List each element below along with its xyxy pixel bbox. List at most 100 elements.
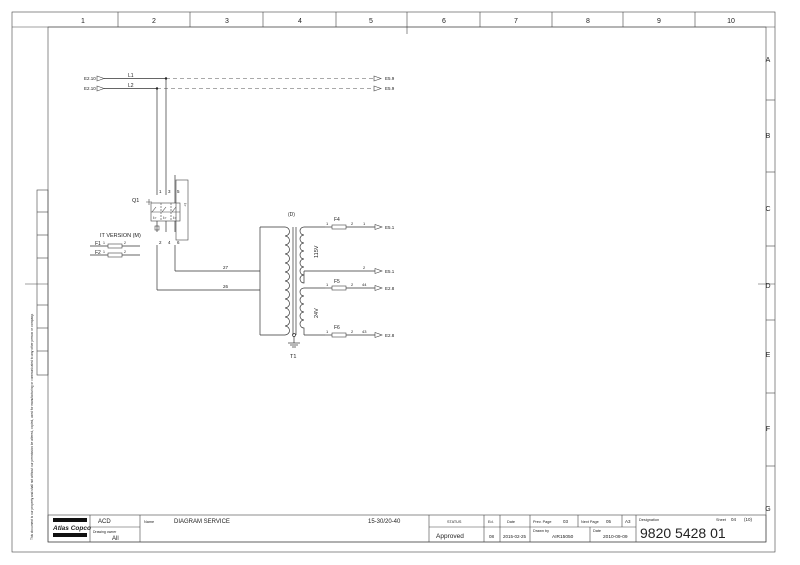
breaker-term-5: 5: [177, 189, 180, 194]
title-block: Atlas Copco ACD Drawing owner All Name D…: [47, 514, 767, 543]
logo-text: Atlas Copco: [52, 525, 91, 532]
it-version-label: IT VERSION (M): [100, 233, 141, 239]
row-label-a: A: [766, 57, 771, 64]
breaker-side-box: [175, 179, 189, 241]
col-label-6: 6: [442, 18, 446, 25]
tb-sheet: 04: [731, 517, 737, 522]
tb-date2-label: Date: [593, 529, 601, 533]
f6-term-b: 2: [351, 329, 354, 334]
l2-source-ref: E2.10: [84, 86, 96, 91]
breaker-term-6: 6: [177, 240, 180, 245]
l1-source-ref: E2.10: [84, 76, 96, 81]
l1-label: L1: [128, 73, 134, 79]
svg-text:I>: I>: [153, 215, 157, 220]
out1-num: 1: [363, 221, 366, 226]
breaker-tag: Q1: [132, 198, 139, 204]
breaker-term-1: 1: [159, 189, 162, 194]
l2-label: L2: [128, 83, 134, 89]
tb-date2: 2010-09-09: [603, 534, 628, 540]
tb-sheet-label: Sheet: [716, 518, 727, 522]
col-label-2: 2: [152, 18, 156, 25]
row-labels: A B C D E F G: [765, 57, 770, 513]
tb-ed: 08: [489, 534, 495, 539]
left-margin-ruler: [25, 189, 49, 376]
tb-prev-page-label: Prev. Page: [533, 520, 552, 524]
fuse-f6: [331, 332, 347, 338]
out3-dest: E2.8: [385, 286, 395, 291]
tb-drawn-by: AIR15050: [552, 534, 574, 540]
col-label-7: 7: [514, 18, 518, 25]
tb-drawing-owner-label: Drawing owner: [93, 530, 117, 534]
wire-27-label: 27: [223, 265, 229, 270]
out2-dest: E5.1: [385, 269, 395, 274]
svg-text:I>: I>: [173, 215, 177, 220]
tb-status-label: STATUS: [447, 520, 462, 524]
tb-drawn-by-label: Drawn by: [533, 529, 549, 533]
transformer-code: (D): [288, 212, 295, 218]
out4-num: 43: [362, 329, 367, 334]
inner-frame: [47, 26, 767, 543]
transformer-feed-wires: 27 26: [156, 221, 285, 336]
column-ruler: [12, 12, 775, 34]
secondary-winding-115v: [299, 226, 305, 284]
tb-model: 15-30/20-40: [368, 519, 401, 525]
fuse-f1-tag: F1: [95, 241, 101, 247]
fuse-f6-tag: F6: [334, 325, 340, 331]
out4-dest: E2.8: [385, 333, 395, 338]
tb-name-label: Name: [144, 520, 154, 524]
row-ruler: [758, 99, 775, 467]
f6-term-a: 1: [326, 329, 329, 334]
fuse-f2: [107, 252, 123, 258]
f1-term-b: 2: [124, 241, 126, 245]
secondary-outputs: 1 F4 2 1 E5.1 2 E5.1 1 F5 2 44 E2.8 1 F6…: [304, 217, 395, 338]
f2-term-b: 2: [124, 250, 126, 254]
breaker-side-label: I>: [183, 203, 188, 207]
tb-date-label: Date: [507, 520, 515, 524]
fuse-f5: [331, 285, 347, 291]
transformer-t1: (D) 115V 24V T1: [284, 212, 320, 360]
tb-acd: ACD: [98, 519, 111, 525]
col-label-8: 8: [586, 18, 590, 25]
wire-26-label: 26: [223, 284, 229, 289]
col-label-10: 10: [727, 18, 735, 25]
out2-num: 2: [363, 265, 366, 270]
breaker-q1: Q1 I> 1 3 5 I> I> I> 2 4 6 IT VERSION (M…: [90, 175, 189, 258]
tb-name: DIAGRAM SERVICE: [174, 519, 230, 525]
f4-term-b: 2: [351, 221, 354, 226]
col-label-4: 4: [298, 18, 302, 25]
f2-term-a: 1: [103, 250, 105, 254]
outer-frame: [11, 11, 776, 553]
col-label-3: 3: [225, 18, 229, 25]
col-label-5: 5: [369, 18, 373, 25]
tb-next-page-label: Next Page: [581, 520, 599, 524]
tb-ed-label: Ed.: [488, 520, 494, 524]
copyright-note: This document is our property and shall …: [30, 314, 34, 540]
tb-designation-label: Designation: [639, 518, 659, 522]
col-label-1: 1: [81, 18, 85, 25]
f4-term-a: 1: [326, 221, 329, 226]
fuse-f4: [331, 224, 347, 230]
tb-date: 2015-02-25: [503, 534, 527, 539]
l1-dest-ref: E5.9: [385, 76, 395, 81]
tb-size: A3: [625, 519, 631, 524]
breaker-term-3: 3: [168, 189, 171, 194]
fuse-f2-tag: F2: [95, 250, 101, 256]
row-label-c: C: [765, 206, 770, 213]
tb-next-page: 05: [606, 519, 612, 524]
l2-dest-ref: E5.9: [385, 86, 395, 91]
tb-designation: 9820 5428 01: [640, 525, 726, 541]
fuse-f1: [107, 243, 123, 249]
svg-text:I>: I>: [163, 215, 167, 220]
out1-dest: E5.1: [385, 225, 395, 230]
f5-term-b: 2: [351, 282, 354, 287]
row-label-b: B: [766, 133, 771, 140]
voltage-24v: 24V: [314, 308, 320, 318]
supply-lines: E2.10 L1 E5.9 E2.10 L2 E5.9: [84, 73, 395, 195]
tb-drawing-owner: All: [112, 536, 119, 542]
tb-status: Approved: [436, 533, 464, 540]
row-label-d: D: [765, 283, 770, 290]
transformer-tag: T1: [290, 354, 296, 360]
breaker-term-4: 4: [168, 240, 171, 245]
out3-num: 44: [362, 282, 367, 287]
